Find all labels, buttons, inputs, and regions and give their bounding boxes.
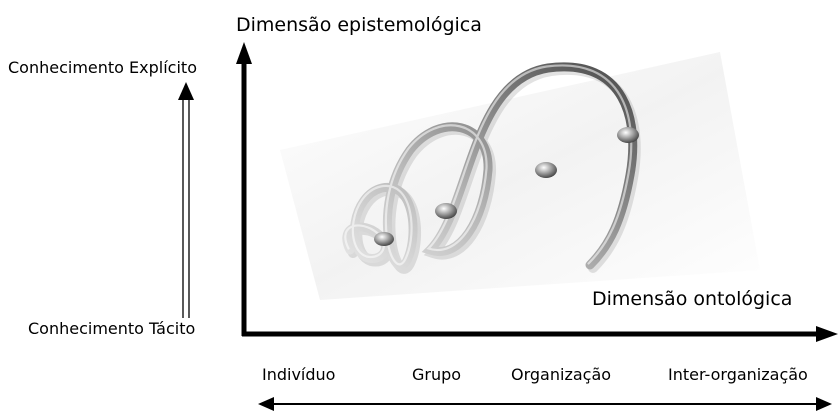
ontological-levels-arrow xyxy=(258,397,832,411)
tacit-to-explicit-arrow xyxy=(178,82,194,318)
spiral-bead-individual xyxy=(374,232,394,246)
level-label-inter-organization: Inter-organização xyxy=(668,365,808,384)
level-label-individual: Indivíduo xyxy=(262,365,336,384)
level-label-organization: Organização xyxy=(511,365,612,384)
explicit-knowledge-label: Conhecimento Explícito xyxy=(8,58,197,77)
spiral-bead-inter-organization xyxy=(617,127,639,143)
level-label-group: Grupo xyxy=(412,365,462,384)
vertical-axis-arrowhead xyxy=(236,42,252,64)
epistemological-axis-label: Dimensão epistemológica xyxy=(236,14,482,36)
horizontal-axis-arrowhead xyxy=(816,326,838,342)
tacit-knowledge-label: Conhecimento Tácito xyxy=(28,319,196,338)
spiral-background xyxy=(280,52,760,300)
axes xyxy=(236,42,838,342)
ontological-axis-label: Dimensão ontológica xyxy=(592,288,793,310)
knowledge-spiral xyxy=(342,62,641,274)
spiral-bead-group xyxy=(435,203,457,219)
spiral-bead-organization xyxy=(535,162,557,178)
